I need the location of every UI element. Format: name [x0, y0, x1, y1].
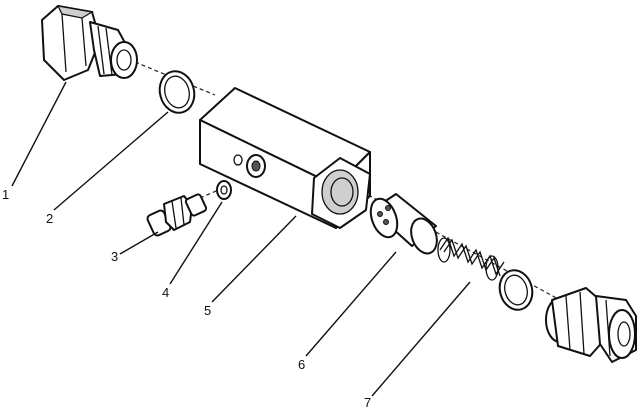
- part-5-valve-body: [199, 87, 371, 229]
- leader-line-6: [305, 251, 397, 357]
- part-7-spring: [437, 236, 505, 281]
- callout-2: 2: [46, 211, 54, 226]
- leader-line-5: [211, 215, 297, 303]
- leader-line-4: [169, 201, 223, 285]
- leader-line-3: [119, 231, 159, 255]
- lower-o-ring: [498, 269, 534, 311]
- callout-6: 6: [298, 357, 306, 372]
- callout-4: 4: [162, 285, 170, 300]
- callout-5: 5: [204, 303, 212, 318]
- leader-line-7: [371, 281, 471, 397]
- part-3-grease-fitting: [146, 193, 208, 237]
- part-4-washer: [216, 180, 232, 200]
- part-6-piston: [369, 193, 438, 255]
- lower-fitting: [545, 287, 637, 363]
- leader-line-1: [11, 81, 67, 187]
- callout-3: 3: [111, 249, 119, 264]
- leader-line-2: [53, 111, 169, 211]
- part-1-upper-fitting: [41, 5, 138, 81]
- part-2-o-ring: [158, 70, 196, 114]
- callout-1: 1: [2, 187, 10, 202]
- callout-7: 7: [364, 395, 372, 410]
